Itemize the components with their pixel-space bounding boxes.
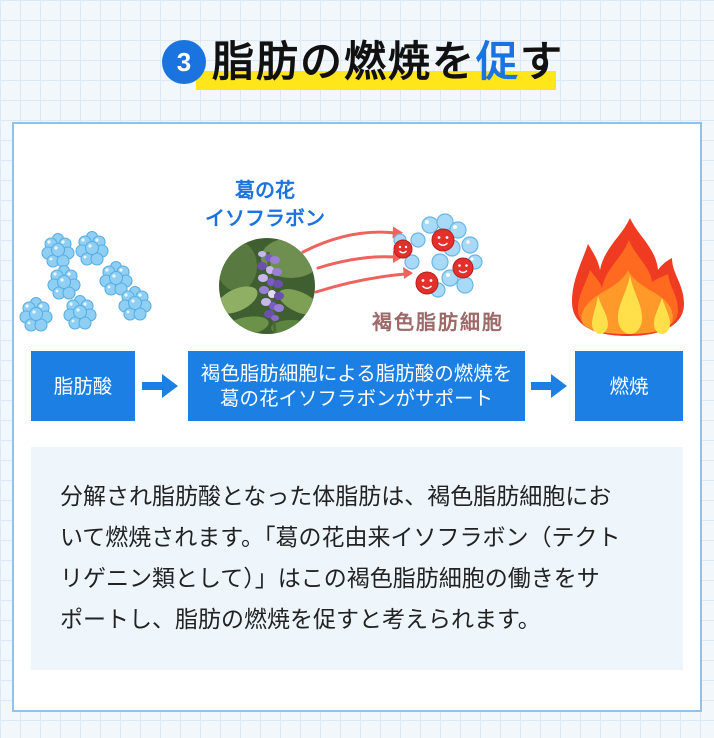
description-line: ポートし、脂肪の燃焼を促すと考えられます。 <box>60 607 541 633</box>
flow-step-fatty-acid: 脂肪酸 <box>31 351 135 421</box>
section-title: 脂肪の燃焼を促す <box>212 38 564 86</box>
flow-step-label-line2: 葛の花イソフラボンがサポート <box>219 387 493 410</box>
brown-fat-cell <box>431 228 455 252</box>
flow-step-support: 褐色脂肪細胞による脂肪酸の燃焼を 葛の花イソフラボンがサポート <box>188 351 525 421</box>
fatty-acid-icon <box>19 230 152 332</box>
support-arrows <box>301 226 413 294</box>
step-number-badge: 3 <box>162 40 206 84</box>
description-text: 分解され脂肪酸となった体脂肪は、褐色脂肪細胞にお いて燃焼されます。「葛の花由来… <box>60 477 621 641</box>
fatty-acid-cluster <box>75 230 109 266</box>
arrow-right-icon <box>142 374 178 398</box>
title-highlight <box>196 71 556 90</box>
title-text: 脂肪の燃焼を <box>212 37 477 86</box>
fatty-acid-cluster <box>41 232 75 268</box>
flow-step-label-line1: 褐色脂肪細胞による脂肪酸の燃焼を <box>200 362 513 385</box>
brown-fat-cell-icon <box>393 213 483 298</box>
fatty-acid-cluster <box>63 294 97 330</box>
fatty-acid-cluster <box>99 260 133 296</box>
fire-icon <box>572 218 684 336</box>
description-box <box>31 447 683 670</box>
description-line: リゲニン類として）」はこの褐色脂肪細胞の働きをサ <box>60 566 600 592</box>
kudzu-flower-drawing <box>219 238 315 334</box>
red-arrowhead <box>392 226 403 239</box>
brown-fat-cell <box>415 271 439 295</box>
description-line: 分解され脂肪酸となった体脂肪は、褐色脂肪細胞にお <box>60 484 612 510</box>
title-accent-text: 促 <box>476 37 521 86</box>
brown-fat-cell <box>452 257 474 279</box>
ingredient-label: 葛の花 イソフラボン <box>190 176 340 232</box>
flow-step-label: 燃焼 <box>609 374 649 398</box>
red-arrow-line <box>314 272 407 294</box>
red-arrow-line <box>301 230 397 254</box>
ingredient-label-line1: 葛の花 <box>235 178 295 202</box>
arrow-right-icon <box>531 374 567 398</box>
flow-step-label: 脂肪酸 <box>53 374 113 398</box>
fatty-acid-cluster <box>19 296 53 332</box>
red-arrowhead <box>403 267 413 279</box>
ingredient-label-line2: イソフラボン <box>205 206 325 230</box>
kudzu-flower-image <box>219 238 315 334</box>
flow-step-burning: 燃焼 <box>575 351 683 421</box>
brown-fat-cell <box>393 239 413 259</box>
brown-fat-cell-label: 褐色脂肪細胞 <box>372 310 504 334</box>
red-arrow-line <box>316 255 397 270</box>
description-line: いて燃焼されます。「葛の花由来イソフラボン（テクト <box>60 525 621 551</box>
title-text-end: す <box>520 37 565 86</box>
fatty-acid-cluster <box>47 264 81 300</box>
